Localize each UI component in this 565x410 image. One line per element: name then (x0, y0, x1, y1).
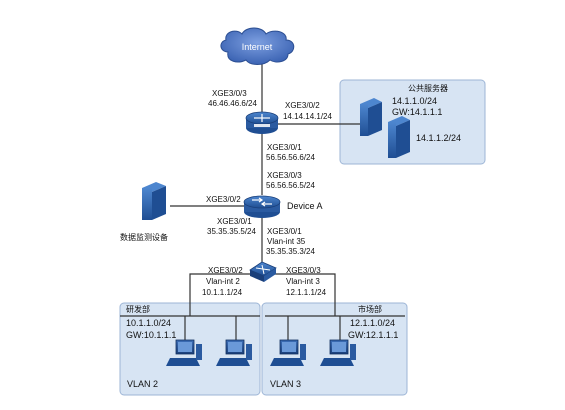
vlan2-pc-icon-2 (216, 339, 252, 366)
vlan3-gateway: GW:12.1.1.1 (348, 330, 398, 340)
device-a-ip-down-left: 35.35.35.5/24 (207, 227, 256, 236)
switch-vlanif-up: Vlan-int 35 (267, 237, 306, 246)
router-port-right: XGE3/0/2 (285, 101, 320, 110)
public-servers-title: 公共服务器 (408, 83, 448, 93)
vlan2-name: VLAN 2 (127, 379, 158, 389)
device-a-name: Device A (287, 201, 323, 211)
server-icon-1 (360, 98, 382, 136)
device-a-port-up: XGE3/0/3 (267, 171, 302, 180)
switch-port-up: XGE3/0/1 (267, 227, 302, 236)
router-ip-up: 46.46.46.6/24 (208, 99, 257, 108)
vlan3-dept: 市场部 (358, 304, 382, 314)
switch-port-right: XGE3/0/3 (286, 266, 321, 275)
router-port-down: XGE3/0/1 (267, 143, 302, 152)
monitor-device-icon (142, 182, 166, 220)
device-a-port-left: XGE3/0/2 (206, 195, 241, 204)
vlan2-pc-icon-1 (166, 339, 202, 366)
device-a-port-down-left: XGE3/0/1 (217, 217, 252, 226)
device-a-ip-up: 56.56.56.5/24 (266, 181, 315, 190)
public-server-ip: 14.1.1.2/24 (416, 133, 461, 143)
vlan2-dept: 研发部 (126, 304, 150, 314)
router-icon (245, 111, 279, 134)
public-servers-subnet: 14.1.1.0/24 (392, 96, 437, 106)
router-port-up: XGE3/0/3 (212, 89, 247, 98)
server-icon-2 (388, 116, 410, 158)
monitor-device-label: 数据监测设备 (120, 232, 168, 242)
switch-vlanif-right: Vlan-int 3 (286, 277, 320, 286)
vlan3-pc-icon-2 (320, 339, 356, 366)
vlan3-pc-icon-1 (270, 339, 306, 366)
link-switch-vlan2 (189, 273, 254, 316)
switch-vlanif-left: Vlan-int 2 (206, 277, 240, 286)
public-servers-gateway: GW:14.1.1.1 (392, 107, 442, 117)
router-ip-right: 14.14.14.1/24 (283, 112, 332, 121)
device-a-switch-icon (243, 195, 281, 218)
switch-ip-up: 35.35.35.3/24 (266, 247, 315, 256)
switch-ip-left: 10.1.1.1/24 (202, 288, 243, 297)
switch-port-left: XGE3/0/2 (208, 266, 243, 275)
internet-cloud-icon: Internet (220, 27, 295, 65)
access-switch-icon (249, 261, 277, 282)
vlan3-name: VLAN 3 (270, 379, 301, 389)
switch-ip-right: 12.1.1.1/24 (286, 288, 327, 297)
vlan2-gateway: GW:10.1.1.1 (126, 330, 176, 340)
vlan3-subnet: 12.1.1.0/24 (350, 318, 395, 328)
internet-label: Internet (242, 42, 273, 52)
vlan2-subnet: 10.1.1.0/24 (126, 318, 171, 328)
link-switch-vlan3 (272, 273, 336, 316)
links (120, 62, 405, 340)
router-ip-down: 56.56.56.6/24 (266, 153, 315, 162)
